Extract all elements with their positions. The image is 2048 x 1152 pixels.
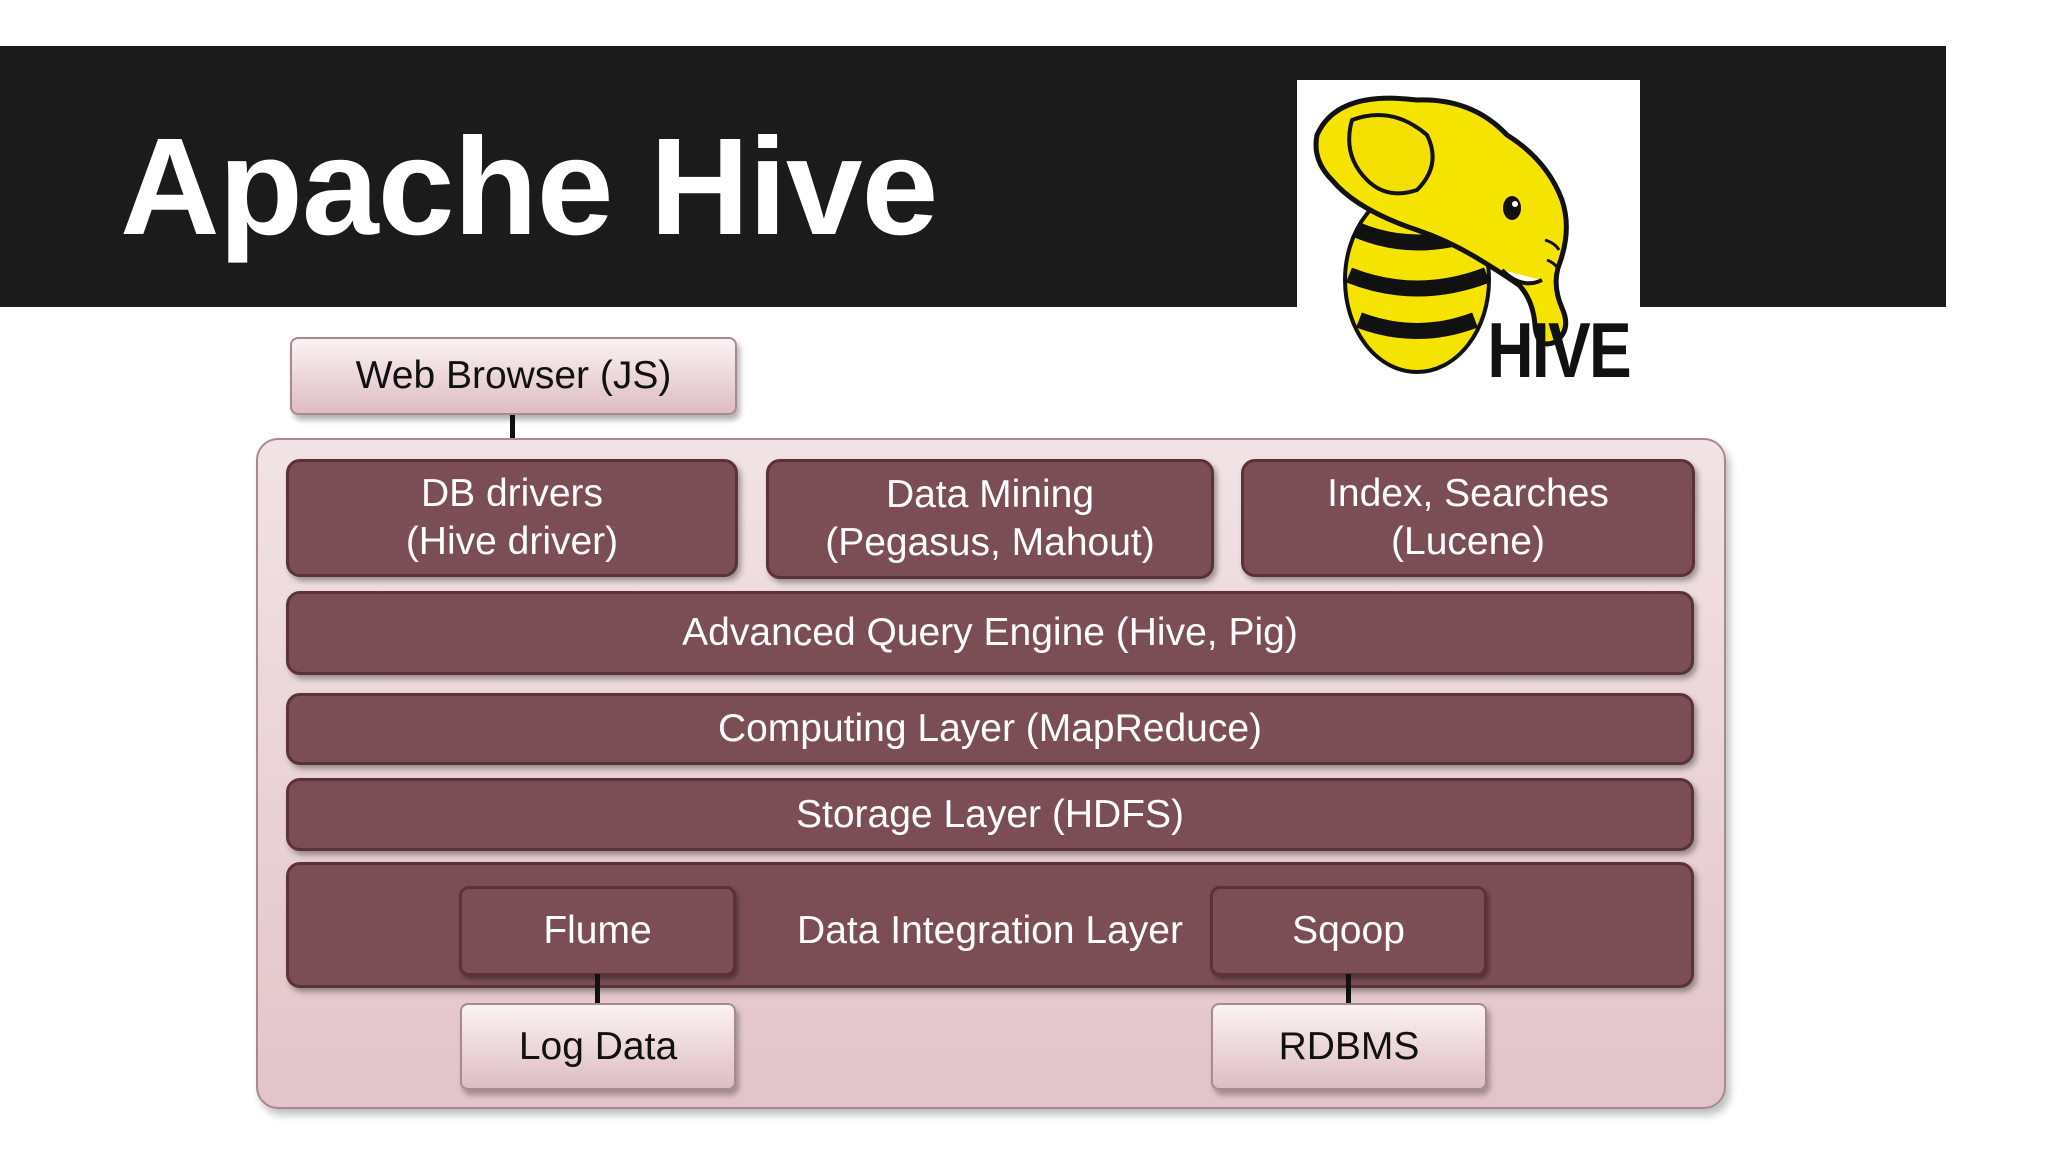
component-db-drivers-line1: DB drivers xyxy=(420,472,604,516)
connector-flume xyxy=(595,974,600,1004)
hive-logo: HIVE xyxy=(1297,80,1640,395)
source-log-data: Log Data xyxy=(460,1003,736,1090)
component-data-mining: Data Mining (Pegasus, Mahout) xyxy=(766,459,1214,579)
component-db-drivers-line2: (Hive driver) xyxy=(405,520,619,563)
tool-flume: Flume xyxy=(459,886,736,976)
component-data-mining-line1: Data Mining xyxy=(885,473,1095,517)
web-browser-box: Web Browser (JS) xyxy=(290,337,737,415)
connector-browser xyxy=(510,414,515,440)
source-rdbms: RDBMS xyxy=(1211,1003,1487,1090)
layer-data-integration-label: Data Integration Layer xyxy=(797,909,1183,952)
logo-wordmark: HIVE xyxy=(1487,306,1631,394)
connector-sqoop xyxy=(1346,974,1351,1004)
component-index-searches-line1: Index, Searches xyxy=(1327,472,1609,516)
layer-storage: Storage Layer (HDFS) xyxy=(286,778,1694,851)
layer-query-engine: Advanced Query Engine (Hive, Pig) xyxy=(286,591,1694,675)
hive-elephant-bee-icon xyxy=(1313,95,1569,374)
slide-title: Apache Hive xyxy=(120,110,938,264)
component-data-mining-line2: (Pegasus, Mahout) xyxy=(825,521,1155,564)
layer-computing: Computing Layer (MapReduce) xyxy=(286,693,1694,765)
component-index-searches-line2: (Lucene) xyxy=(1391,520,1545,563)
component-index-searches: Index, Searches (Lucene) xyxy=(1241,459,1695,577)
component-db-drivers: DB drivers (Hive driver) xyxy=(286,459,738,577)
tool-sqoop: Sqoop xyxy=(1210,886,1487,976)
